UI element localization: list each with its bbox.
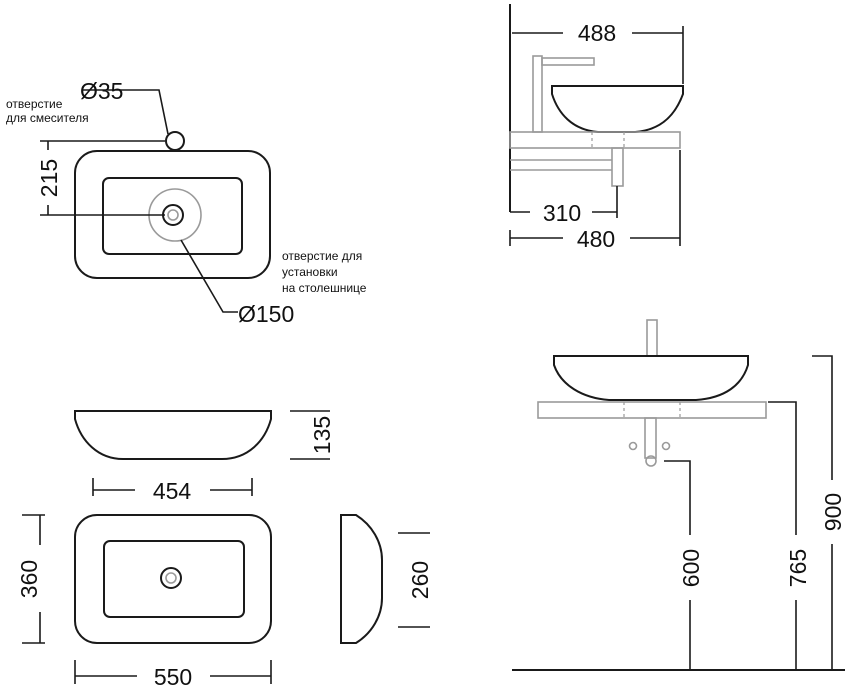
- install-drain-outlet: [645, 455, 657, 467]
- dim-480-label: 480: [577, 226, 615, 252]
- drain-pipe-vertical: [611, 147, 624, 187]
- leader-d150: [180, 239, 238, 313]
- basin-front-outline: [74, 410, 272, 460]
- dim-600-label: 600: [678, 549, 704, 587]
- dim-line-600-a: [664, 460, 691, 535]
- side-profile-view: 260: [340, 514, 433, 644]
- bowl-inner-outline-bottom: [103, 540, 245, 618]
- drain-circle-top: [162, 204, 184, 226]
- note-mount-hole-2: установки: [282, 265, 338, 279]
- dim-135-label: 135: [309, 416, 335, 454]
- dim-765-label: 765: [785, 549, 811, 587]
- install-basin-bowl: [553, 355, 749, 401]
- drain-center-bottom: [165, 572, 177, 584]
- bowl-inner-outline-top: [102, 177, 243, 255]
- dim-215-label: 215: [36, 159, 62, 197]
- basin-bowl-side: [551, 85, 684, 133]
- installation-view: 600 765 900: [512, 319, 846, 671]
- faucet-spout: [541, 57, 595, 66]
- drain-circle-bottom: [160, 567, 182, 589]
- drain-center-top: [167, 209, 179, 221]
- top-plan-view: Ø35 отверстие для смесителя 215 Ø150 отв…: [6, 78, 367, 327]
- countertop-side: [509, 131, 681, 149]
- install-countertop: [537, 401, 767, 419]
- dim-260-label: 260: [407, 561, 433, 599]
- side-section-view: 488 310 480: [509, 4, 684, 252]
- front-elevation-view: 135 454: [74, 410, 335, 504]
- basin-outline-bottom: [74, 514, 272, 644]
- faucet-body: [532, 55, 543, 133]
- dim-line-765-a: [768, 401, 797, 535]
- dim-d35-label: Ø35: [80, 78, 123, 104]
- dim-310-label: 310: [543, 200, 581, 226]
- dim-900-label: 900: [820, 493, 846, 531]
- leader-d35: [83, 89, 169, 135]
- install-drain-pipe: [644, 417, 657, 459]
- install-bolt-left: [628, 441, 638, 451]
- install-faucet: [646, 319, 658, 357]
- note-mixer-hole-2: для смесителя: [6, 111, 89, 125]
- install-bolt-right: [661, 441, 671, 451]
- dim-d150-label: Ø150: [238, 301, 294, 327]
- basin-side-profile: [340, 514, 383, 644]
- note-mixer-hole-1: отверстие: [6, 97, 63, 111]
- mixer-hole: [165, 131, 185, 151]
- dim-line-900-a: [812, 355, 833, 480]
- bottom-plan-view: 360 550: [16, 514, 272, 690]
- dim-360-label: 360: [16, 560, 42, 598]
- note-mount-hole-3: на столешнице: [282, 281, 367, 295]
- dim-488-label: 488: [578, 20, 616, 46]
- dim-550-label: 550: [154, 664, 192, 690]
- note-mount-hole-1: отверстие для: [282, 249, 362, 263]
- dim-454-label: 454: [153, 478, 192, 504]
